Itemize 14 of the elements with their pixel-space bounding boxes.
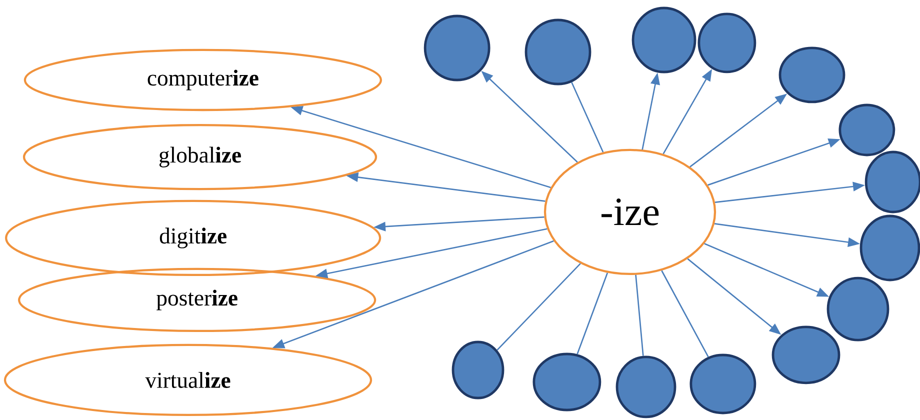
circle-shape xyxy=(532,352,602,412)
circle-shape xyxy=(778,46,846,104)
circle-shape xyxy=(452,340,504,400)
circle-shape xyxy=(772,326,840,384)
circle-shape xyxy=(864,150,920,214)
circle-shape xyxy=(690,354,756,414)
circle-shape xyxy=(698,12,756,74)
circle-shape xyxy=(524,18,592,86)
circle-shape xyxy=(838,104,896,156)
circle-shape xyxy=(860,214,920,282)
circle-shape xyxy=(826,276,890,342)
circle-shape xyxy=(616,356,676,418)
circle-shape xyxy=(632,6,696,74)
circle-shape xyxy=(424,14,490,82)
